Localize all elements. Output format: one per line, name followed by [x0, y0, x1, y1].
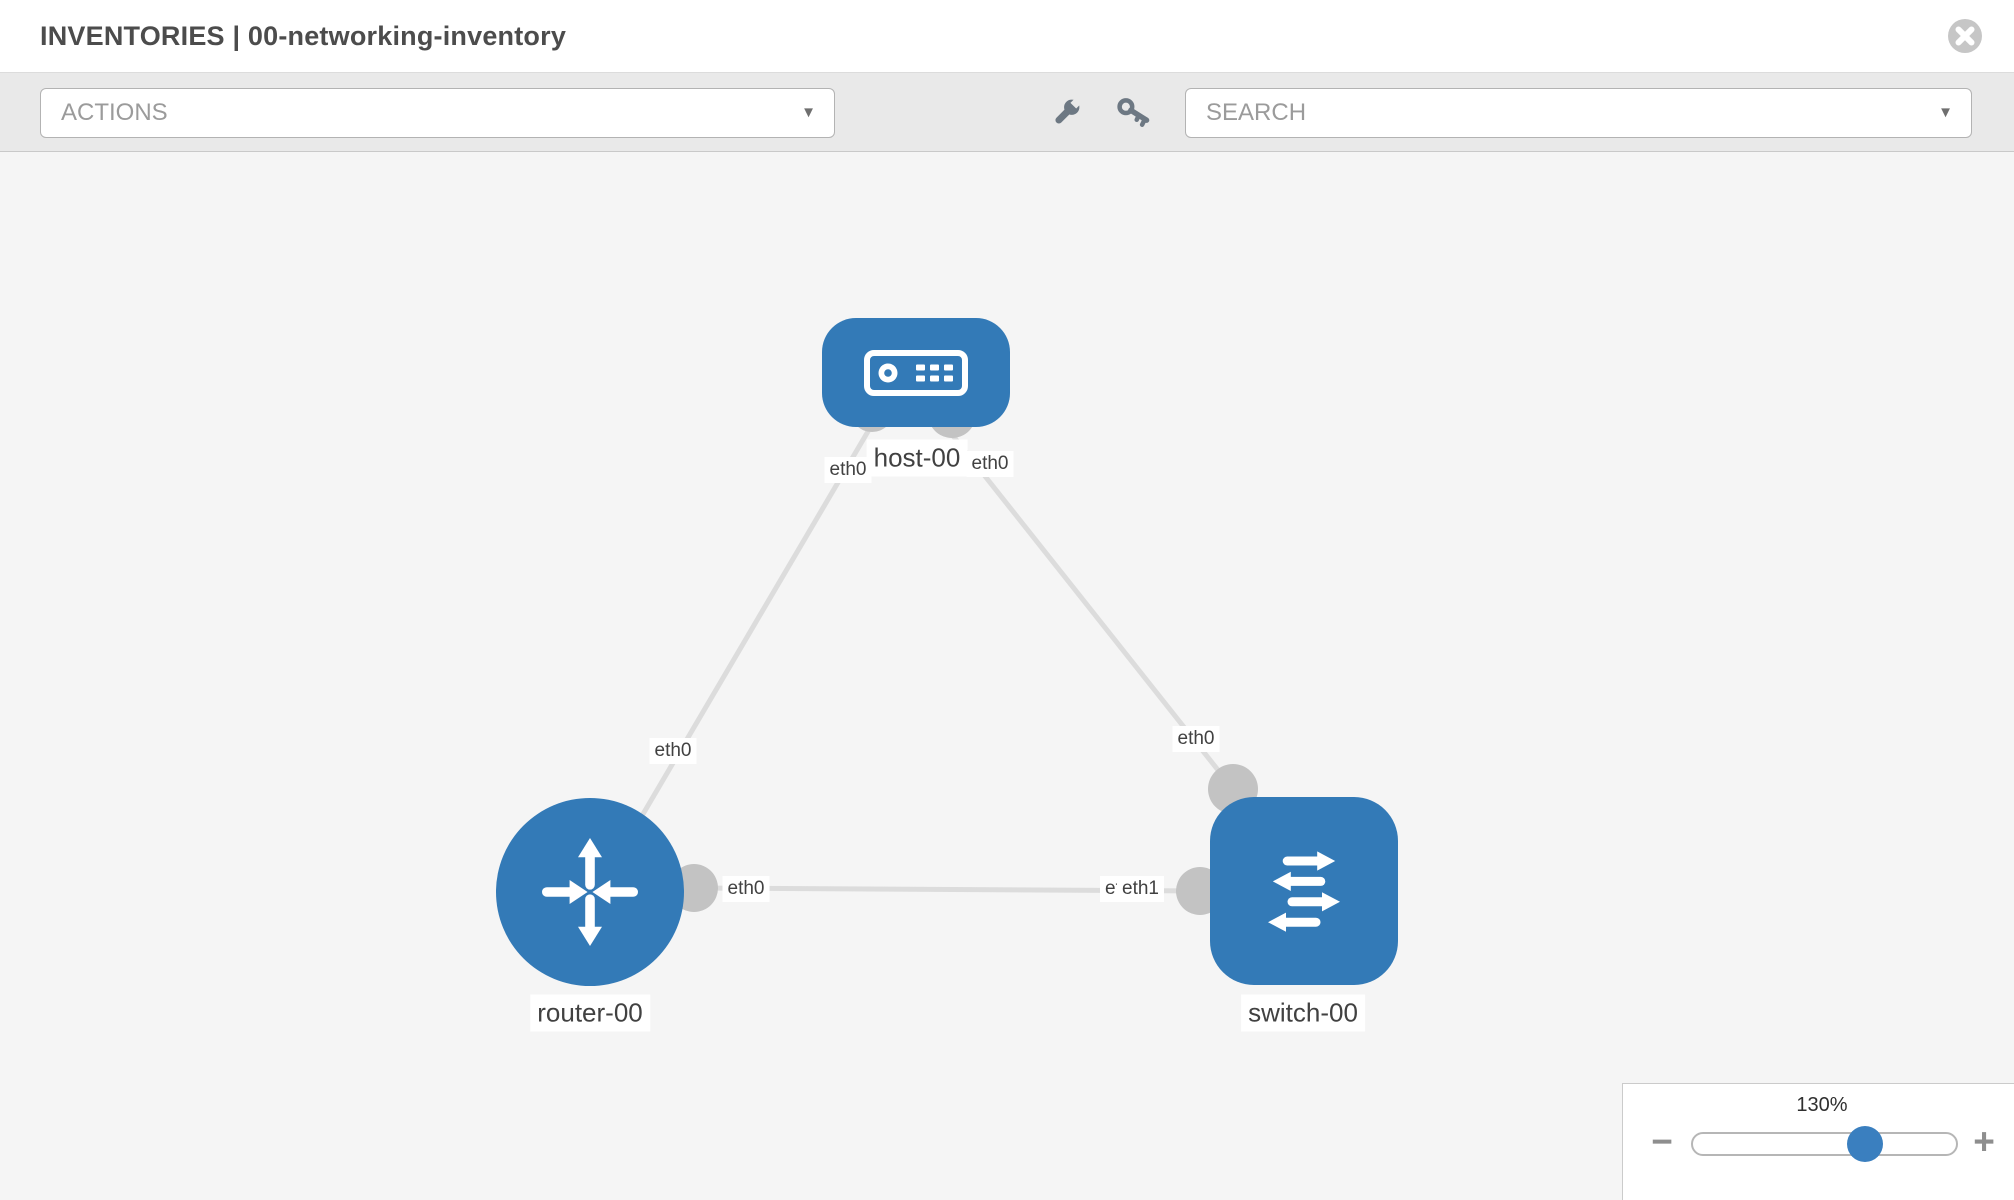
- zoom-slider-knob[interactable]: [1847, 1126, 1883, 1162]
- chevron-down-icon: ▼: [1938, 104, 1953, 121]
- wrench-icon: [1055, 96, 1083, 124]
- topology-links-layer: [593, 388, 1258, 915]
- interface-label-switch-eth1: eth1: [1117, 876, 1164, 902]
- interface-label-router-eth0: eth0: [722, 876, 770, 902]
- zoom-control-panel: 130% − +: [1622, 1083, 2014, 1200]
- credentials-button[interactable]: [1116, 95, 1152, 131]
- node-label-switch: switch-00: [1241, 994, 1365, 1032]
- key-icon: [1117, 98, 1150, 127]
- interface-label-host-eth0-left: eth0: [824, 457, 872, 483]
- chevron-down-icon: ▼: [801, 104, 816, 121]
- host-icon: [864, 349, 968, 396]
- node-switch-00[interactable]: [1210, 797, 1398, 985]
- node-label-host: host-00: [866, 439, 968, 477]
- interface-label-host-eth0-right: eth0: [966, 451, 1014, 477]
- close-icon: [1948, 19, 1982, 53]
- switch-icon: [1268, 851, 1340, 932]
- interface-label-switch-overlap: eth0 eth1: [1100, 876, 1164, 902]
- zoom-in-button[interactable]: +: [1969, 1120, 1999, 1164]
- search-dropdown[interactable]: SEARCH ▼: [1185, 88, 1972, 138]
- page-header: INVENTORIES | 00-networking-inventory: [0, 0, 2014, 73]
- zoom-out-button[interactable]: −: [1647, 1120, 1677, 1164]
- node-router-00[interactable]: [496, 798, 684, 986]
- page-title: INVENTORIES | 00-networking-inventory: [40, 21, 567, 51]
- actions-dropdown-label: ACTIONS: [61, 99, 168, 126]
- node-label-router: router-00: [530, 994, 650, 1032]
- actions-dropdown[interactable]: ACTIONS ▼: [40, 88, 835, 138]
- search-placeholder: SEARCH: [1206, 99, 1307, 126]
- router-icon: [542, 838, 638, 946]
- zoom-slider-track[interactable]: [1691, 1132, 1958, 1156]
- interface-label-switch-link-eth0: eth0: [1172, 726, 1220, 752]
- node-host-00[interactable]: [822, 318, 1010, 427]
- interface-label-router-link-eth0: eth0: [649, 738, 697, 764]
- zoom-level-label: 130%: [1796, 1094, 1848, 1116]
- topology-canvas[interactable]: host-00 router-00 switch-00 eth0 eth0 et…: [0, 152, 2014, 1200]
- configure-button[interactable]: [1048, 95, 1084, 131]
- toolbar: ACTIONS ▼ SEARCH ▼: [0, 73, 2014, 152]
- close-button[interactable]: [1946, 17, 1984, 55]
